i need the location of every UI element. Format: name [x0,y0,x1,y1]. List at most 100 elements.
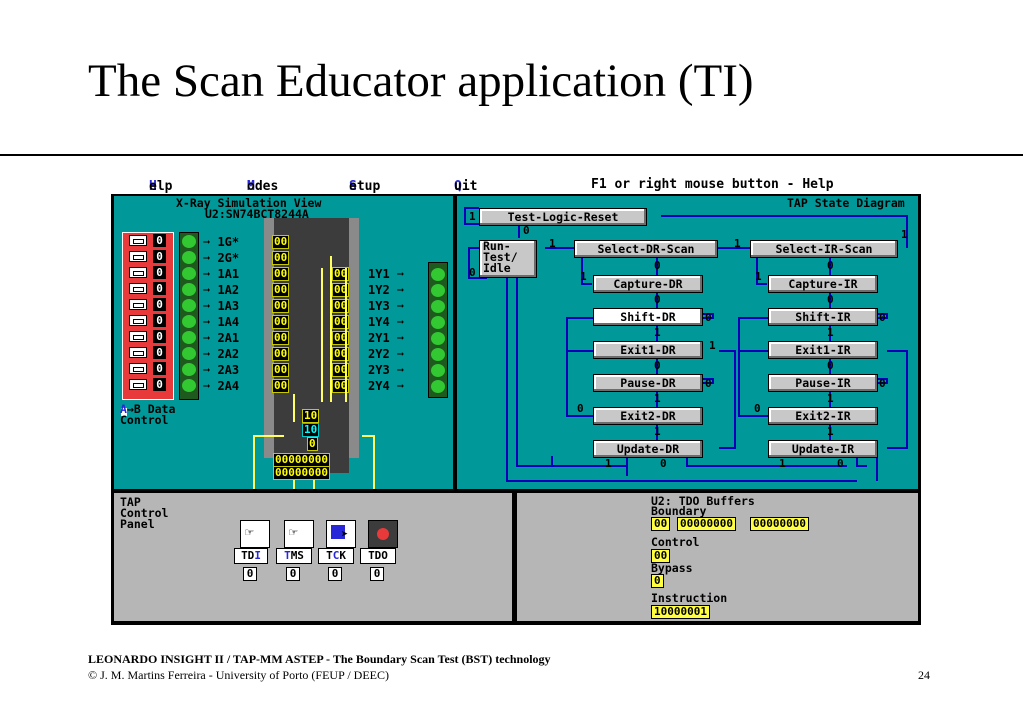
led-indicator [431,332,445,345]
bypass-label: Bypass [651,561,693,575]
boundary-label: Boundary [651,504,707,518]
tap-diagram-title: TAP State Diagram [787,196,905,210]
state-exit1-dr[interactable]: Exit1-DR [593,341,703,359]
input-pin: ➞ 1A3 [203,299,240,313]
led-indicator [431,284,445,297]
state-test-logic-reset[interactable]: Test-Logic-Reset [479,208,647,226]
switch-icon [129,315,147,326]
tap-state-diagram-panel: TAP State Diagram [457,196,918,489]
state-capture-dr[interactable]: Capture-DR [593,275,703,293]
tms-toggle-button[interactable]: ☞ [284,520,314,548]
led-indicator [182,267,196,280]
tdi-toggle-button[interactable]: ☞ [240,520,270,548]
input-pin: ➞ 2A4 [203,379,240,393]
switch-icon [129,283,147,294]
led-indicator [431,348,445,361]
tap-transitions [464,207,908,482]
state-run-test-idle[interactable]: Run- Test/ Idle [479,240,537,278]
tdo-led-icon [377,528,389,540]
led-indicator [431,316,445,329]
output-pin: 2Y2 ➞ [368,347,405,361]
boundary-cell: 00 [272,379,290,393]
state-update-dr[interactable]: Update-DR [593,440,703,458]
switch-icon [129,251,147,262]
led-indicator [182,379,196,392]
switch-icon [129,347,147,358]
boundary-cell: 00 [332,283,350,297]
state-exit2-dr[interactable]: Exit2-DR [593,407,703,425]
boundary-cell: 00 [332,315,350,329]
instruction-register-top: 10 [302,409,320,423]
state-pause-ir[interactable]: Pause-IR [768,374,878,392]
input-switch[interactable]: 0 [129,377,171,392]
output-pin: 2Y3 ➞ [368,363,405,377]
led-indicator [182,315,196,328]
switch-icon [129,363,147,374]
tdo-indicator [368,520,398,548]
state-shift-ir[interactable]: Shift-IR [768,308,878,326]
led-indicator [431,268,445,281]
state-pause-dr[interactable]: Pause-DR [593,374,703,392]
state-exit2-ir[interactable]: Exit2-IR [768,407,878,425]
input-pin: ➞ 2A1 [203,331,240,345]
help-hint: F1 or right mouse button - Help [591,177,834,192]
state-select-ir-scan[interactable]: Select-IR-Scan [750,240,898,258]
output-pin: 1Y3 ➞ [368,299,405,313]
input-switch[interactable]: 0 [129,329,171,344]
led-indicator [182,283,196,296]
instruction-buffer: 10000001 [651,605,710,619]
boundary-cell: 00 [272,331,290,345]
boundary-cell: 00 [332,267,350,281]
switch-icon [129,235,147,246]
cursor-icon: ➤ [341,527,349,541]
led-indicator [431,300,445,313]
state-capture-ir[interactable]: Capture-IR [768,275,878,293]
switch-icon [129,267,147,278]
state-update-ir[interactable]: Update-IR [768,440,878,458]
bypass-register: 0 [307,437,318,451]
input-pin: ➞ 1A4 [203,315,240,329]
tck-value: 0 [328,567,342,581]
output-pin: 1Y2 ➞ [368,283,405,297]
footer-copyright: © J. M. Martins Ferreira - University of… [88,668,389,682]
boundary-buffer-1: 00 [651,517,671,531]
input-switch[interactable]: 0 [129,249,171,264]
slide-title: The Scan Educator application (TI) [88,55,754,107]
hand-icon: ☞ [289,525,298,541]
boundary-buffer-2: 00000000 [677,517,736,531]
page-number: 24 [918,668,930,682]
scan-path-wires [121,256,375,489]
state-select-dr-scan[interactable]: Select-DR-Scan [574,240,718,258]
led-indicator [431,364,445,377]
boundary-register-2: 00000000 [273,466,330,480]
ab-data-control-label-2: Control [120,413,169,427]
control-buffer: 00 [651,549,671,563]
tms-value: 0 [286,567,300,581]
state-shift-dr[interactable]: Shift-DR [593,308,703,326]
instruction-register-mid: 10 [302,423,320,437]
led-indicator [182,331,196,344]
xray-simulation-panel: X-Ray Simulation View U2:SN74BCT8244A 0 … [114,196,453,489]
tdi-label: TDI [234,548,268,564]
input-switch[interactable]: 0 [129,233,171,248]
boundary-cell: 00 [272,267,290,281]
input-switch[interactable]: 0 [129,265,171,280]
control-panel-title-2: Control [120,506,169,520]
input-switch[interactable]: 0 [129,345,171,360]
state-exit1-ir[interactable]: Exit1-IR [768,341,878,359]
tck-clock-button[interactable]: ➤ [326,520,356,548]
boundary-cell: 00 [332,379,350,393]
led-indicator [182,251,196,264]
input-switch[interactable]: 0 [129,313,171,328]
input-switch[interactable]: 0 [129,297,171,312]
tap-control-panel: TAP Control Panel ☞ ☞ ➤ TDI TMS TCK TDO … [114,493,512,621]
boundary-cell: 00 [332,331,350,345]
control-panel-title: TAP [120,495,141,509]
boundary-cell: 00 [272,283,290,297]
input-switch[interactable]: 0 [129,281,171,296]
output-led-strip [428,262,448,398]
input-switch[interactable]: 0 [129,361,171,376]
boundary-cell: 00 [332,363,350,377]
